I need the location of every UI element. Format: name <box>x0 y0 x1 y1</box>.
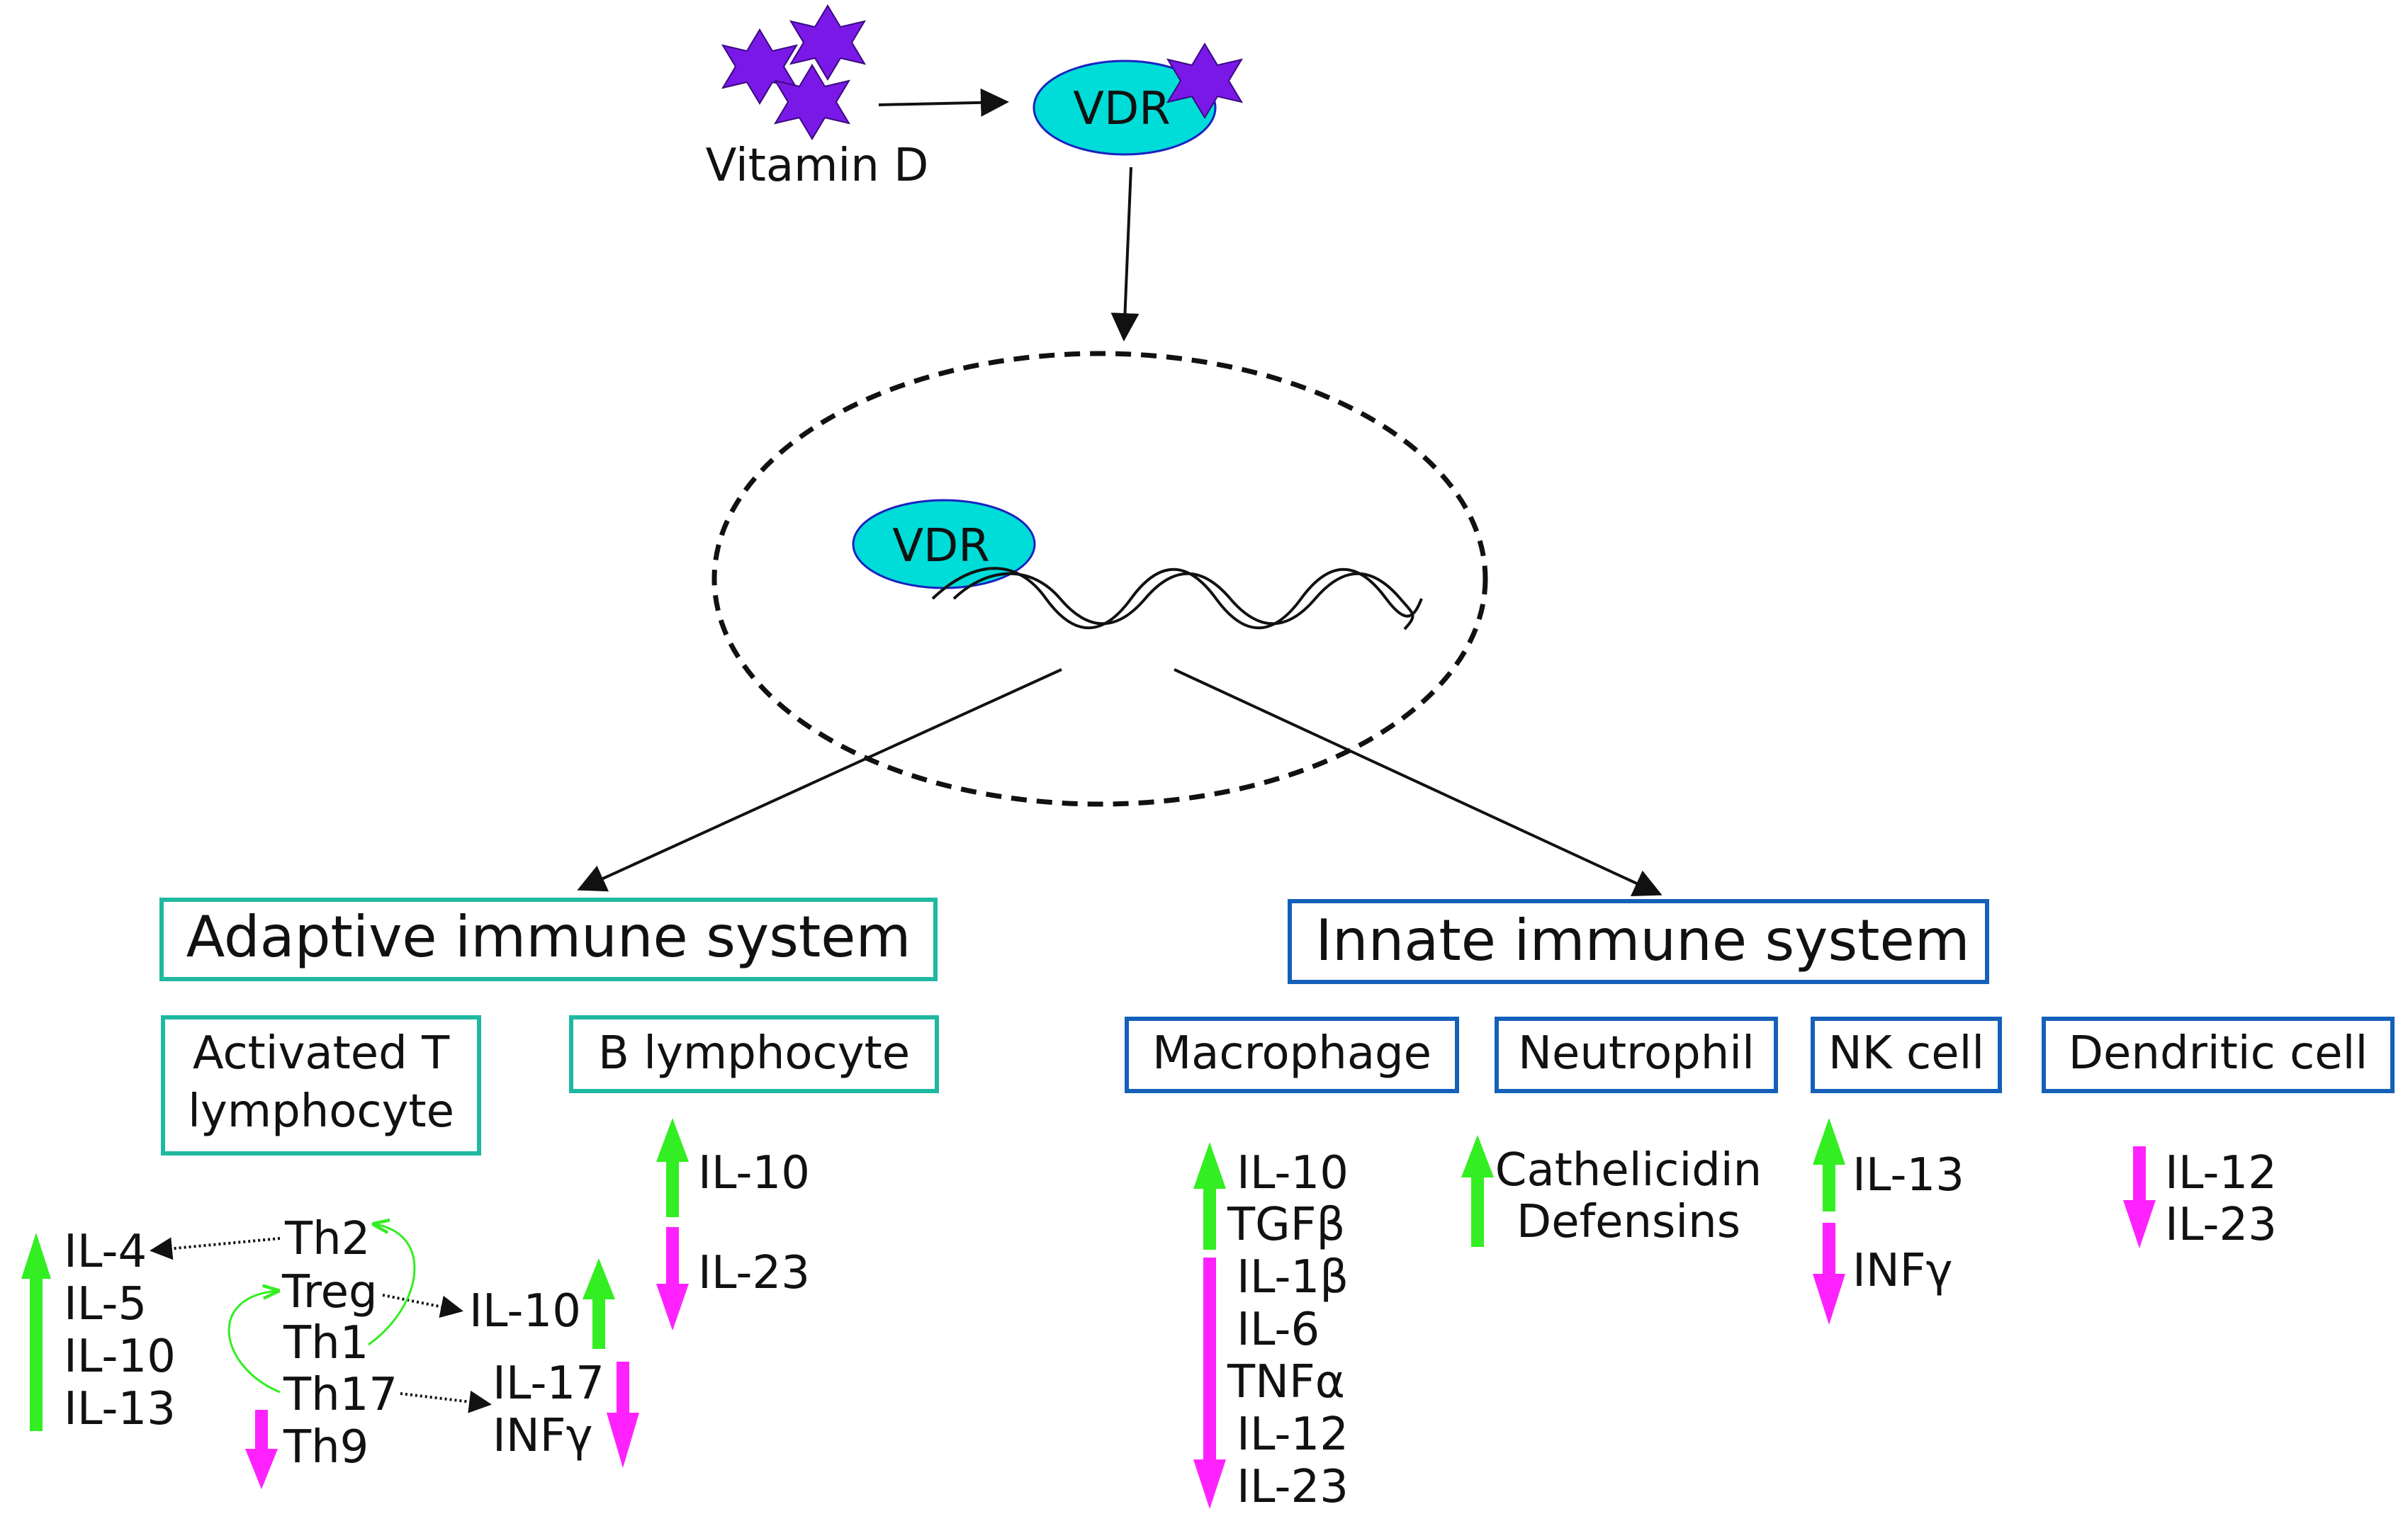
t-cell-box <box>161 1015 481 1156</box>
arrow-vdr-to-nucleus <box>1110 166 1140 341</box>
dendritic-cell-label: Dendritic cell <box>2069 1027 2368 1080</box>
nk-cell-box <box>1811 1017 2002 1093</box>
th-subset-th1: Th1 <box>283 1317 368 1369</box>
t-up-cytokine: IL-10 <box>64 1331 176 1383</box>
feedback-arrow-th1-to-th2 <box>368 1224 416 1346</box>
up-arrow-icon <box>656 1118 689 1217</box>
up-arrow-icon <box>21 1233 51 1431</box>
b-up-il10: IL-10 <box>698 1147 810 1199</box>
nucleus: VDR <box>711 351 1488 807</box>
star-icon <box>1166 43 1244 119</box>
innate-title: Innate immune system <box>1315 908 1969 973</box>
star-icon <box>773 64 851 140</box>
vdr-ellipse <box>1033 60 1217 156</box>
arrow-to-adaptive <box>577 668 1062 892</box>
nk-down-infg: INFγ <box>1852 1245 1952 1297</box>
th17-output-il17: IL-17 <box>493 1357 604 1410</box>
adaptive-section: Adaptive immune system Activated T lymph… <box>21 898 939 1489</box>
macrophage-down-cytokine: IL-6 <box>1237 1304 1320 1356</box>
macrophage-down-cytokine: IL-23 <box>1237 1461 1349 1513</box>
down-arrow-icon <box>1813 1223 1845 1325</box>
th-subset-treg: Treg <box>281 1266 378 1318</box>
up-arrow-icon <box>583 1258 615 1349</box>
neutrophil-up-defensins: Defensins <box>1517 1196 1740 1248</box>
down-arrow-icon <box>245 1410 278 1489</box>
feedback-arrow-th17-to-treg <box>227 1291 280 1394</box>
nucleus-vdr-label: VDR <box>892 520 990 572</box>
dendritic-down-cytokine: IL-23 <box>2165 1199 2277 1251</box>
star-icon <box>789 4 867 81</box>
t-up-cytokine: IL-4 <box>64 1226 147 1278</box>
nk-up-il13: IL-13 <box>1852 1149 1964 1202</box>
t-cell-label-line1: Activated T <box>193 1027 450 1080</box>
down-arrow-icon <box>2123 1146 2156 1248</box>
macrophage-label: Macrophage <box>1152 1027 1431 1080</box>
dna-double-helix-icon <box>931 567 1423 631</box>
down-arrow-icon <box>1193 1258 1226 1509</box>
adaptive-title-box <box>159 898 938 981</box>
t-up-cytokine: IL-5 <box>64 1278 147 1331</box>
th-subset-th2: Th2 <box>284 1213 370 1265</box>
dotted-arrow-th2-to-cytokines <box>150 1237 281 1260</box>
macrophage-down-cytokine: TNFα <box>1227 1356 1345 1408</box>
arrow-to-innate <box>1174 668 1662 897</box>
up-arrow-icon <box>1193 1142 1226 1250</box>
b-down-il23: IL-23 <box>698 1247 810 1299</box>
th-subset-th9: Th9 <box>283 1421 368 1474</box>
adaptive-title: Adaptive immune system <box>186 904 911 970</box>
vitamin-d-label: Vitamin D <box>706 140 929 192</box>
macrophage-up-cytokine: TGFβ <box>1227 1199 1345 1251</box>
vdr-receptor: VDR <box>1033 43 1244 156</box>
neutrophil-label: Neutrophil <box>1518 1027 1755 1080</box>
th17-output-infg: INFγ <box>493 1410 592 1462</box>
macrophage-down-cytokine: IL-12 <box>1237 1408 1349 1461</box>
macrophage-down-cytokine: IL-1β <box>1237 1251 1349 1304</box>
treg-output-il10: IL-10 <box>469 1285 581 1338</box>
b-cell-box <box>569 1015 939 1093</box>
up-arrow-icon <box>1461 1135 1494 1247</box>
down-arrow-icon <box>607 1362 639 1468</box>
neutrophil-up-cathelicidin: Cathelicidin <box>1495 1144 1762 1197</box>
dendritic-down-cytokine: IL-12 <box>2165 1147 2277 1199</box>
innate-title-box <box>1288 899 1989 984</box>
macrophage-up-cytokine: IL-10 <box>1237 1147 1349 1199</box>
dotted-arrow-th17-to-il17 <box>400 1390 492 1413</box>
t-up-cytokine: IL-13 <box>64 1383 176 1435</box>
arrow-vitamin-to-vdr <box>878 88 1009 117</box>
b-cell-label: B lymphocyte <box>598 1027 910 1080</box>
nucleus-membrane <box>711 351 1488 807</box>
neutrophil-box <box>1495 1017 1778 1093</box>
vdr-label: VDR <box>1073 83 1171 135</box>
up-arrow-icon <box>1813 1118 1845 1211</box>
macrophage-box <box>1125 1017 1459 1093</box>
innate-section: Innate immune system Macrophage Neutroph… <box>1125 899 2395 1513</box>
t-cell-label-line2: lymphocyte <box>188 1085 454 1138</box>
star-icon <box>721 28 799 105</box>
th-subset-th17: Th17 <box>283 1369 398 1421</box>
vitamin-d-molecules: Vitamin D <box>706 4 929 192</box>
down-arrow-icon <box>656 1227 689 1331</box>
nk-cell-label: NK cell <box>1828 1027 1984 1080</box>
dendritic-cell-box <box>2042 1017 2395 1093</box>
dotted-arrow-treg-to-il10 <box>382 1294 463 1318</box>
